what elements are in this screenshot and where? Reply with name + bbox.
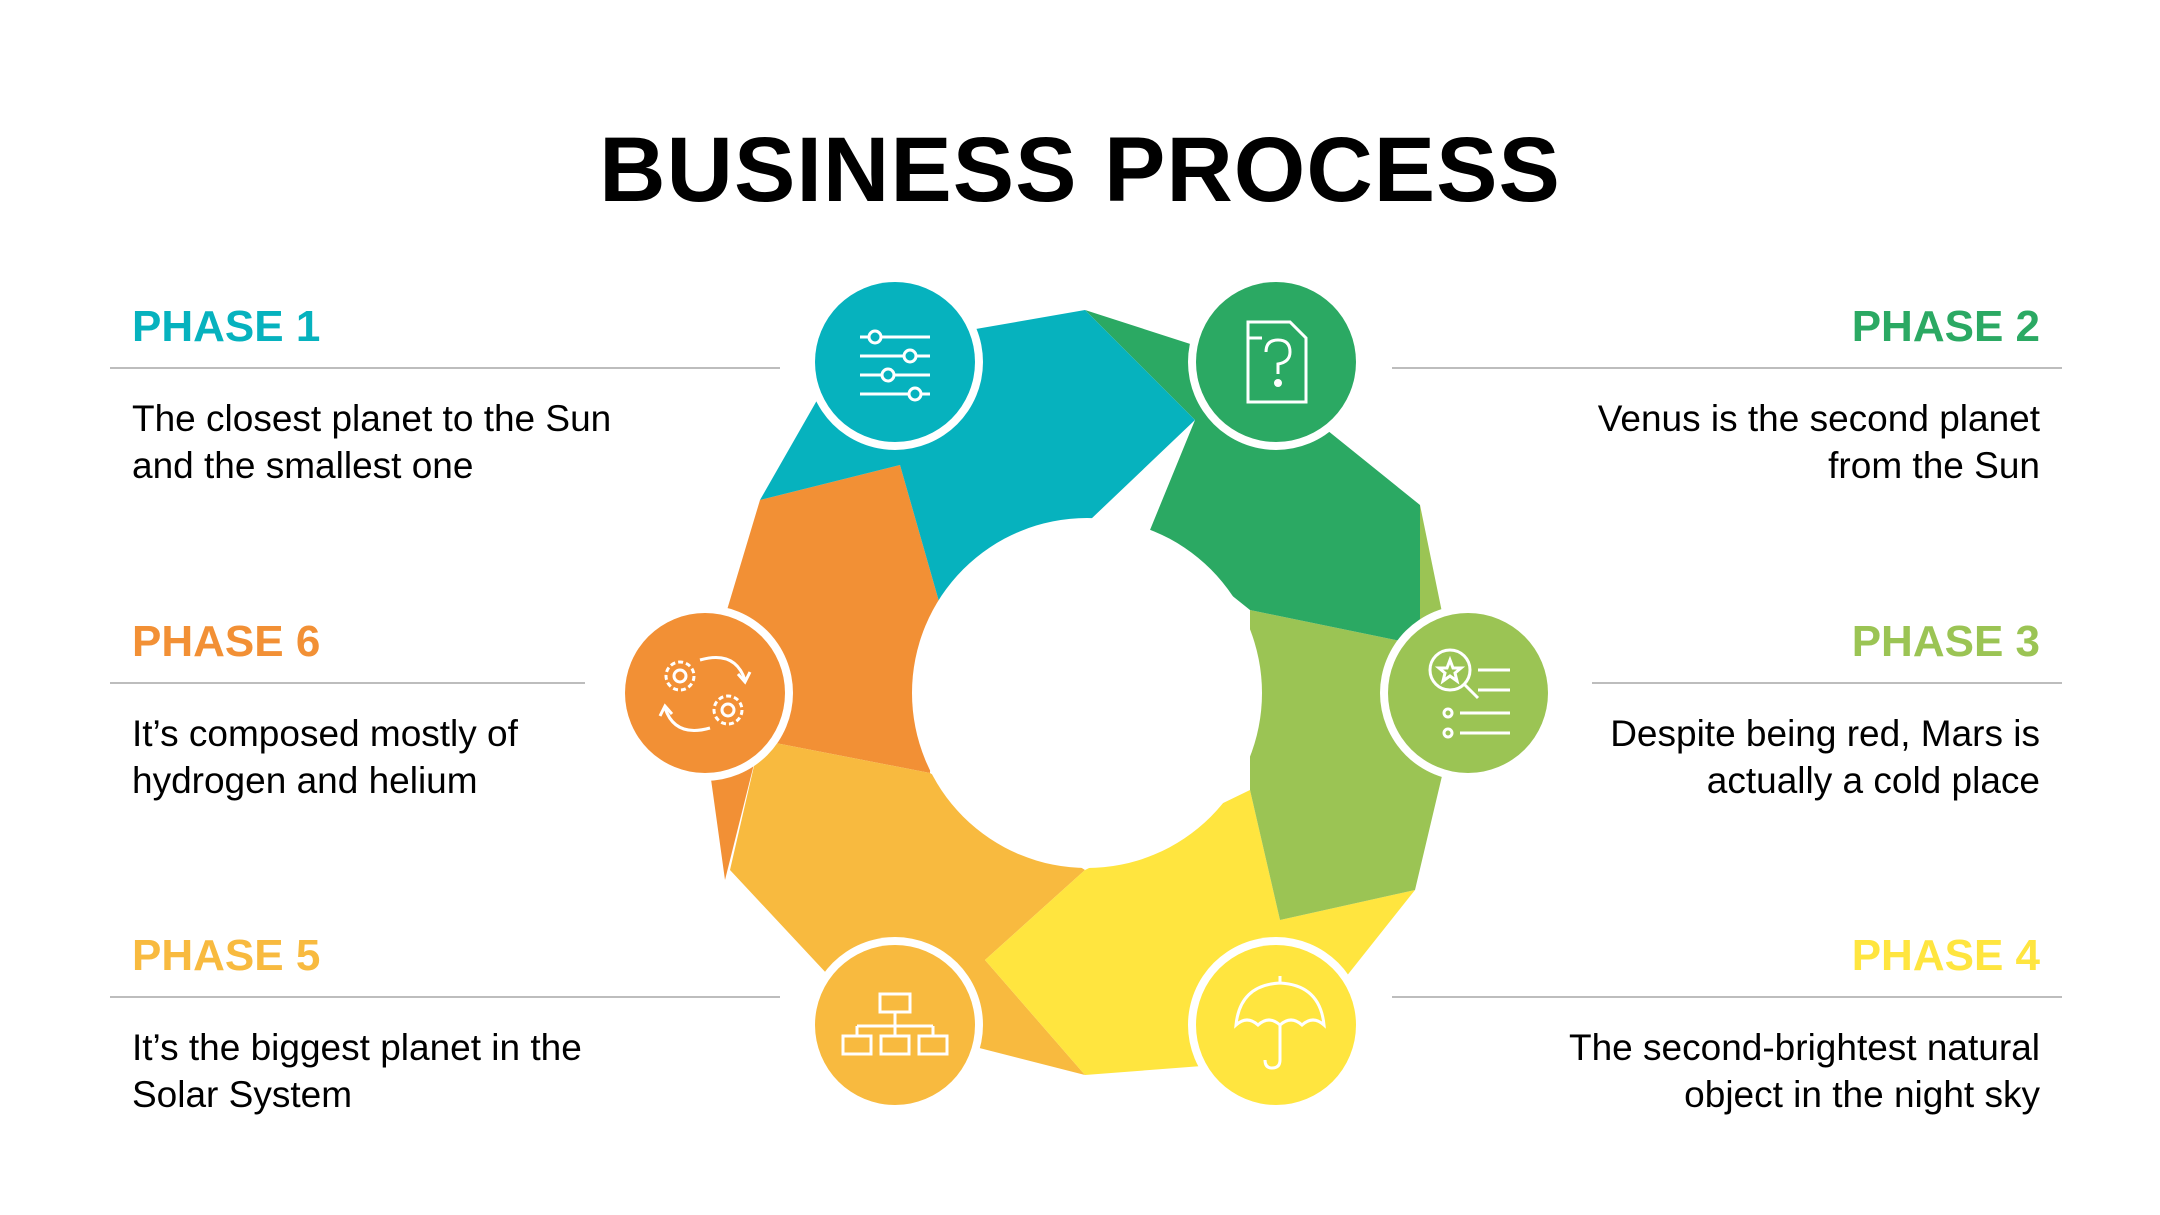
phase-4-description: The second-brightest natural object in t… [1392,1024,2062,1118]
phase-5-description: It’s the biggest planet in the Solar Sys… [110,1024,780,1118]
phase-1-description: The closest planet to the Sun and the sm… [110,395,780,489]
phase-2-description: Venus is the second planet from the Sun [1392,395,2062,489]
segment-phase-3 [1250,505,1460,920]
phase-6-line-1: It’s composed mostly of [132,713,518,754]
gears-cycle-icon [658,656,752,732]
phase-6-description: It’s composed mostly of hydrogen and hel… [110,710,585,804]
phase-2-line-2: from the Sun [1828,445,2040,486]
phase-1-divider [110,367,780,369]
phase-5-label: PHASE 5 [132,931,321,980]
phase-6-divider [110,682,585,684]
phase-2-icon-disc [1188,274,1364,450]
phase-4-line-1: The second-brightest natural [1569,1027,2040,1068]
phase-6-label: PHASE 6 [132,617,321,666]
document-question-icon [1246,320,1308,404]
phase-4-block: PHASE 4 The second-brightest natural obj… [1392,934,2062,1118]
phase-1-block: PHASE 1 The closest planet to the Sun an… [110,305,780,489]
phase-2-label: PHASE 2 [1851,302,2040,351]
hierarchy-icon [841,992,949,1056]
phase-3-block: PHASE 3 Despite being red, Mars is actua… [1592,620,2062,804]
phase-2-divider [1392,367,2062,369]
phase-2-block: PHASE 2 Venus is the second planet from … [1392,305,2062,489]
phase-4-label: PHASE 4 [1851,931,2040,980]
segment-phase-6 [700,465,940,880]
phase-4-icon-disc [1188,937,1364,1113]
phase-5-block: PHASE 5 It’s the biggest planet in the S… [110,934,780,1118]
search-list-icon [1428,648,1510,739]
page-title: BUSINESS PROCESS [599,119,1561,221]
phase-5-divider [110,996,780,998]
phase-6-icon-disc [617,605,793,781]
diagram-center-hole [912,518,1262,868]
phase-3-description: Despite being red, Mars is actually a co… [1592,710,2062,804]
phase-5-line-2: Solar System [132,1074,353,1115]
phase-1-line-1: The closest planet to the Sun [132,398,612,439]
umbrella-icon [1234,976,1326,1070]
phase-5-line-1: It’s the biggest planet in the [132,1027,582,1068]
phase-3-line-1: Despite being red, Mars is [1610,713,2040,754]
phase-6-line-2: hydrogen and helium [132,760,478,801]
phase-1-label: PHASE 1 [132,302,321,351]
sliders-icon [860,329,930,402]
phase-4-divider [1392,996,2062,998]
phase-1-line-2: and the smallest one [132,445,474,486]
phase-5-icon-disc [807,937,983,1113]
phase-2-line-1: Venus is the second planet [1597,398,2040,439]
phase-3-line-2: actually a cold place [1706,760,2040,801]
phase-6-block: PHASE 6 It’s composed mostly of hydrogen… [110,620,585,804]
phase-4-line-2: object in the night sky [1684,1074,2040,1115]
phase-3-divider [1592,682,2062,684]
phase-1-icon-disc [807,274,983,450]
phase-3-label: PHASE 3 [1851,617,2040,666]
phase-3-icon-disc [1380,605,1556,781]
